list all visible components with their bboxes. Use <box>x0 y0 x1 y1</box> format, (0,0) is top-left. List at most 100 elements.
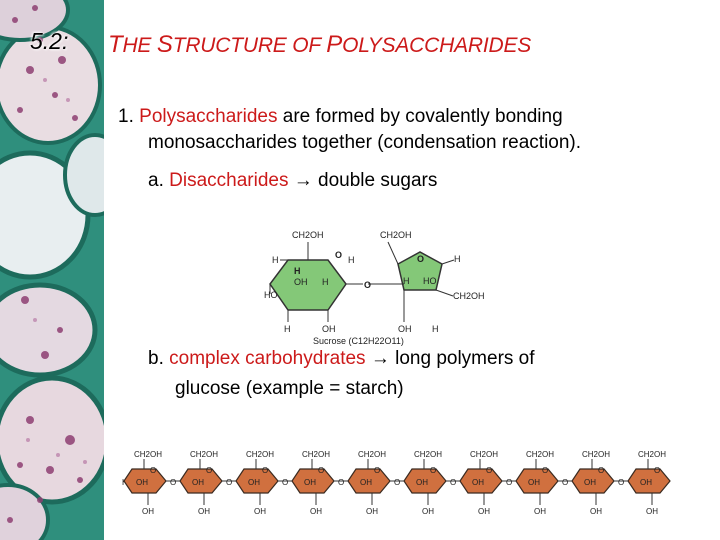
term-disaccharides: Disaccharides <box>169 170 289 191</box>
label-ch2oh: CH2OH <box>470 450 498 459</box>
label-o: O <box>150 466 156 475</box>
label-h: H <box>272 255 279 265</box>
arrow-icon: → <box>288 170 313 191</box>
glucose-ring <box>291 468 335 494</box>
glucose-ring <box>235 468 279 494</box>
label-oh: OH <box>478 507 490 515</box>
label-oh: OH <box>646 507 658 515</box>
slide-title: THE STRUCTURE OF POLYSACCHARIDES <box>108 31 531 59</box>
label-oh: OH <box>360 478 372 487</box>
label-h: H <box>294 266 301 276</box>
label-oh: OH <box>198 507 210 515</box>
label-oh: OH <box>254 507 266 515</box>
glucose-ring <box>571 468 615 494</box>
label-o: O <box>226 478 232 487</box>
label-o: O <box>206 466 212 475</box>
term-complex-carbohydrates: complex carbohydrates <box>169 348 366 369</box>
label-oh: OH <box>310 507 322 515</box>
label-o: O <box>262 466 268 475</box>
label-o: O <box>430 466 436 475</box>
label-h: H <box>348 255 355 265</box>
label-oh: OH <box>416 478 428 487</box>
bullet-1-line-2: monosaccharides together (condensation r… <box>148 132 582 153</box>
micrograph-decoration <box>0 0 104 540</box>
bullet-1-line-1: 1. Polysaccharides are formed by covalen… <box>118 104 563 130</box>
title-part: T <box>108 31 123 58</box>
label-ch2oh: CH2OH <box>358 450 386 459</box>
label-ch2oh: CH2OH <box>134 450 162 459</box>
label-ch2oh: CH2OH <box>582 450 610 459</box>
label-oh: OH <box>534 507 546 515</box>
label-h: H <box>454 254 461 264</box>
glucose-ring <box>179 468 223 494</box>
label-oh: OH <box>136 478 148 487</box>
label-o: O <box>450 478 456 487</box>
sub-point-text: long polymers of <box>395 348 535 369</box>
label-o: O <box>562 478 568 487</box>
bullet-number: 1. <box>118 106 134 127</box>
label-ch2oh: CH2OH <box>638 450 666 459</box>
label-h: H <box>322 277 329 287</box>
sub-point-b-line-2: glucose (example = starch) <box>175 378 404 399</box>
title-part: OLYSACCHARIDES <box>342 34 532 57</box>
label-oh: OH <box>248 478 260 487</box>
arrow-icon: → <box>365 348 396 369</box>
label-oh: OH <box>366 507 378 515</box>
sucrose-caption: Sucrose (C12H22O11) <box>313 336 404 346</box>
label-oh: OH <box>640 478 652 487</box>
label-ch2oh: CH2OH <box>453 291 485 301</box>
label-o: O <box>364 280 371 290</box>
label-oh: OH <box>294 277 308 287</box>
bullet-1-text: are formed by covalently bonding <box>277 106 563 127</box>
glucose-ring <box>459 468 503 494</box>
sub-point-prefix: a. <box>148 170 170 191</box>
term-polysaccharides: Polysaccharides <box>139 106 278 127</box>
label-ch2oh: CH2OH <box>292 230 324 240</box>
label-oh: OH <box>584 478 596 487</box>
label-o: O <box>417 254 424 264</box>
label-o: O <box>654 466 660 475</box>
title-part: S <box>156 31 173 58</box>
label-oh: OH <box>192 478 204 487</box>
label-o: O <box>318 466 324 475</box>
label-ch2oh: CH2OH <box>302 450 330 459</box>
label-ho: HO <box>423 276 437 286</box>
glucose-ring <box>403 468 447 494</box>
glucose-ring <box>627 468 671 494</box>
glucose-ring <box>123 468 167 494</box>
label-ch2oh: CH2OH <box>190 450 218 459</box>
label-oh: OH <box>304 478 316 487</box>
sub-point-a: a. Disaccharides → double sugars <box>148 168 437 194</box>
label-oh: OH <box>472 478 484 487</box>
label-o: O <box>170 478 176 487</box>
label-ch2oh: CH2OH <box>246 450 274 459</box>
starch-chain: HOCH2OHOOHOHOCH2OHOOHOHOCH2OHOOHOHOCH2OH… <box>118 445 708 520</box>
title-part: P <box>326 31 343 58</box>
label-ch2oh: CH2OH <box>526 450 554 459</box>
title-part: HE <box>122 34 157 57</box>
sucrose-structure: CH2OH CH2OH O H H H OH H HO O O H H HO C… <box>258 222 508 352</box>
label-o: O <box>335 250 342 260</box>
label-h: H <box>432 324 439 334</box>
label-oh: OH <box>422 507 434 515</box>
label-h: H <box>284 324 291 334</box>
label-oh: OH <box>528 478 540 487</box>
label-o: O <box>542 466 548 475</box>
label-o: O <box>394 478 400 487</box>
label-o: O <box>338 478 344 487</box>
label-ch2oh: CH2OH <box>414 450 442 459</box>
label-oh: OH <box>590 507 602 515</box>
label-oh: OH <box>398 324 412 334</box>
label-oh: OH <box>142 507 154 515</box>
label-ch2oh: CH2OH <box>380 230 412 240</box>
sub-point-prefix: b. <box>148 348 170 369</box>
sub-point-text: double sugars <box>318 170 438 191</box>
label-o: O <box>486 466 492 475</box>
label-o: O <box>374 466 380 475</box>
glucose-ring <box>515 468 559 494</box>
label-h: H <box>403 276 410 286</box>
title-part: TRUCTURE OF <box>172 34 327 57</box>
label-o: O <box>598 466 604 475</box>
slide-number: 5.2: <box>30 28 69 54</box>
label-o: O <box>282 478 288 487</box>
